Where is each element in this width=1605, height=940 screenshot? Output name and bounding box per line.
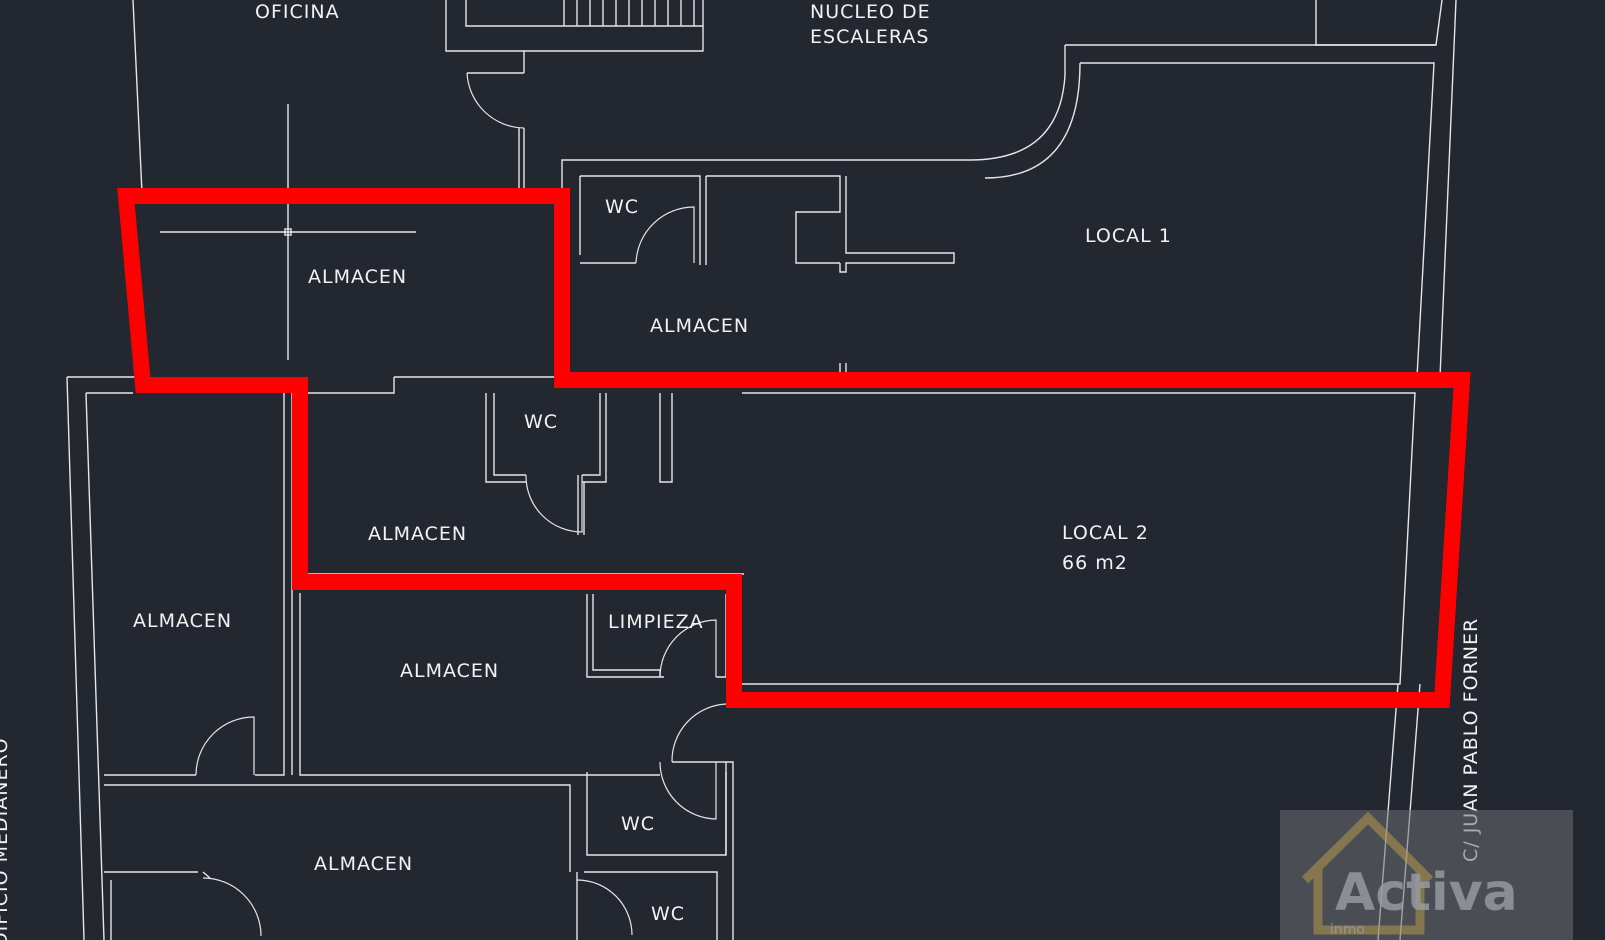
house-logo-icon bbox=[1301, 811, 1434, 935]
label-nucleo-line2: ESCALERAS bbox=[810, 26, 929, 48]
watermark-sub: inmo bbox=[1330, 922, 1365, 938]
label-almacen: ALMACEN bbox=[308, 266, 407, 288]
label-limpieza: LIMPIEZA bbox=[608, 611, 704, 633]
label-wc: WC bbox=[605, 196, 639, 218]
label-local1: LOCAL 1 bbox=[1085, 225, 1172, 247]
label-wc: WC bbox=[621, 813, 655, 835]
street-label: C/ JUAN PABLO FORNER bbox=[1460, 618, 1482, 862]
label-almacen: ALMACEN bbox=[368, 523, 467, 545]
label-local2-area: 66 m2 bbox=[1062, 552, 1128, 574]
room-labels: OFICINA NUCLEO DE ESCALERAS WC LOCAL 1 A… bbox=[133, 1, 1172, 925]
label-almacen: ALMACEN bbox=[133, 610, 232, 632]
party-wall-label: EDIFICIO MEDIANERO bbox=[0, 737, 12, 940]
label-nucleo-line1: NUCLEO DE bbox=[810, 1, 931, 23]
cad-crosshair bbox=[160, 104, 416, 360]
label-almacen: ALMACEN bbox=[650, 315, 749, 337]
label-wc: WC bbox=[651, 903, 685, 925]
label-local2-name: LOCAL 2 bbox=[1062, 522, 1149, 544]
label-oficina: OFICINA bbox=[255, 1, 340, 23]
activa-watermark: Activa inmo bbox=[1280, 810, 1573, 940]
label-almacen: ALMACEN bbox=[400, 660, 499, 682]
local2-boundary bbox=[117, 188, 1471, 708]
label-wc: WC bbox=[524, 411, 558, 433]
label-almacen: ALMACEN bbox=[314, 853, 413, 875]
walls bbox=[66, 0, 1457, 940]
doors bbox=[195, 72, 727, 937]
watermark-text: Activa bbox=[1335, 863, 1518, 923]
